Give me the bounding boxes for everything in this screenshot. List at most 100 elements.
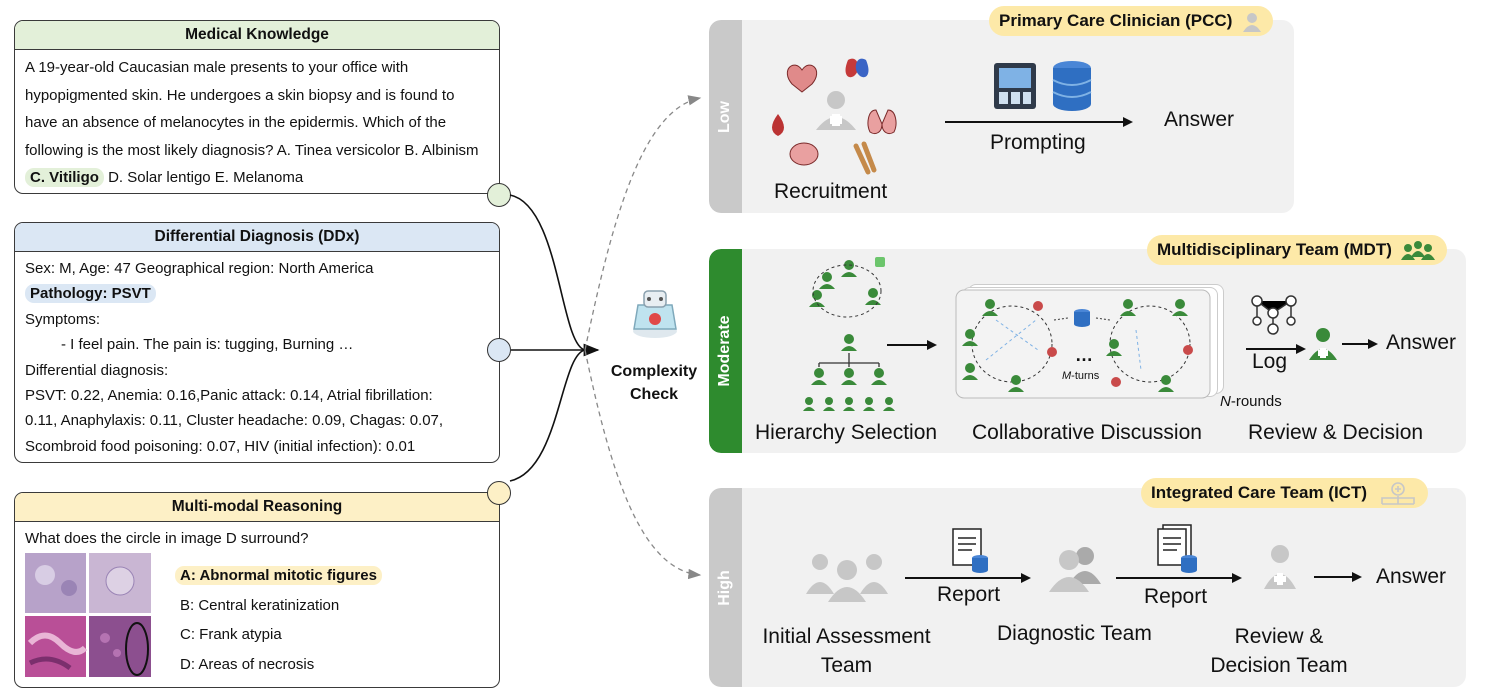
doctor-icon [1309, 328, 1337, 360]
ddx-dd-line: 0.11, Anaphylaxis: 0.11, Cluster headach… [25, 412, 444, 430]
ddx-body: Sex: M, Age: 47 Geographical region: Nor… [15, 252, 499, 459]
initial-line1: Initial Assessment [762, 625, 931, 648]
moderate-answer-label: Answer [1386, 331, 1457, 354]
report-label-2: Report [1144, 585, 1208, 608]
low-panel: Low Recruitment Prompting Answer [709, 20, 1294, 213]
low-tab-label: Low [716, 100, 733, 133]
ddx-dd-label: Differential diagnosis: [25, 361, 169, 379]
database-icon [1074, 309, 1090, 327]
option: C: Frank atypia [180, 626, 282, 643]
high-tab: High [709, 488, 742, 687]
report-arrow-2 [1116, 573, 1242, 583]
ddx-title: Differential Diagnosis (DDx) [15, 223, 499, 252]
person-icon [1243, 12, 1262, 32]
option-correct: A: Abnormal mitotic figures [175, 561, 382, 591]
connector-ddx [487, 338, 511, 362]
option: B: Central keratinization [180, 596, 340, 614]
review-decision-label: Review & Decision [1248, 421, 1424, 444]
complexity-line1: Complexity [610, 363, 698, 380]
initial-assessment-team-icon [806, 554, 888, 602]
prompting-arrow [945, 117, 1133, 127]
review-line2: Decision Team [1210, 654, 1348, 677]
option-a-highlight: A: Abnormal mitotic figures [175, 566, 382, 585]
ddx-pathology-line: Pathology: PSVT [25, 281, 489, 306]
mdt-badge-label: Multidisciplinary Team (MDT) [1157, 240, 1392, 259]
recruitment-icon-cluster [772, 58, 897, 175]
hierarchy-arrow [887, 340, 937, 350]
medical-knowledge-title: Medical Knowledge [15, 21, 499, 50]
nrounds-n: N [1220, 393, 1231, 410]
prompting-label: Prompting [990, 131, 1086, 154]
mturns-rest: -turns [1071, 370, 1100, 382]
moderate-tab-label: Moderate [716, 315, 733, 387]
answer-arrow-mdt [1342, 339, 1378, 349]
high-tab-label: High [716, 569, 733, 606]
complexity-check-label: Complexity Check [600, 360, 708, 406]
bone-icon [853, 141, 877, 175]
ict-badge: Integrated Care Team (ICT) [1141, 478, 1428, 508]
multimodal-options: A: Abnormal mitotic figures B: Central k… [175, 561, 382, 679]
moderate-tab: Moderate [709, 249, 742, 453]
multimodal-card: Multi-modal Reasoning What does the circ… [14, 492, 500, 688]
recruitment-label: Recruitment [774, 180, 888, 203]
question-line: following is the most likely diagnosis? … [25, 141, 479, 159]
report-icon [1157, 524, 1197, 573]
discussion-dots: … [1075, 345, 1093, 365]
question-line-answer: C. Vitiligo D. Solar lentigo E. Melanoma [25, 164, 489, 192]
question-line: A 19-year-old Caucasian male presents to… [25, 59, 409, 76]
group-icon [1400, 240, 1435, 260]
option: D: Areas of necrosis [180, 655, 315, 673]
ddx-demographics: Sex: M, Age: 47 Geographical region: Nor… [25, 260, 374, 277]
diagnostic-team-icon [1049, 547, 1101, 592]
brain-icon [789, 142, 819, 166]
low-tab: Low [709, 20, 742, 213]
review-line1: Review & [1234, 625, 1324, 648]
complexity-line2: Check [629, 386, 679, 403]
lungs-icon [867, 109, 897, 135]
initial-line2: Team [820, 654, 873, 677]
nrounds-label: N-rounds [1220, 393, 1282, 410]
answer-highlight: C. Vitiligo [25, 168, 104, 187]
answer-rest: D. Solar lentigo E. Melanoma [103, 169, 304, 186]
nrounds-rest: -rounds [1230, 393, 1282, 410]
initial-assessment-label: Initial Assessment Team [749, 622, 944, 680]
diagnostic-team-label: Diagnostic Team [997, 622, 1152, 645]
connector-medical [487, 183, 511, 207]
dashboard-icon [994, 63, 1036, 109]
connector-multimodal [487, 481, 511, 505]
discussion-card [955, 289, 1211, 399]
log-label: Log [1252, 350, 1288, 373]
high-answer-label: Answer [1376, 565, 1447, 588]
multimodal-question: What does the circle in image D surround… [25, 530, 309, 547]
ict-badge-label: Integrated Care Team (ICT) [1151, 483, 1368, 502]
medical-knowledge-body: A 19-year-old Caucasian male presents to… [15, 50, 499, 192]
question-line: have an absence of melanocytes in the ep… [25, 114, 447, 131]
ddx-symptom: - I feel pain. The pain is: tugging, Bur… [61, 336, 354, 354]
graph-icon [1251, 295, 1297, 335]
moderate-panel: Moderate Hierarchy Selection [709, 249, 1466, 453]
multimodal-body: What does the circle in image D surround… [15, 522, 499, 552]
mturns-m: M [1062, 370, 1072, 382]
heart-icon [786, 64, 818, 93]
question-line: hypopigmented skin. He undergoes a skin … [25, 86, 455, 104]
mdt-badge: Multidisciplinary Team (MDT) [1147, 235, 1447, 265]
collab-label: Collaborative Discussion [972, 421, 1202, 444]
medical-knowledge-card: Medical Knowledge A 19-year-old Caucasia… [14, 20, 500, 194]
blood-drop-icon [772, 114, 784, 136]
multimodal-title: Multi-modal Reasoning [15, 493, 499, 522]
database-icon [1052, 61, 1092, 111]
low-answer-label: Answer [1164, 108, 1235, 131]
flask-robot-icon [633, 290, 677, 338]
ddx-dd-line: PSVT: 0.22, Anemia: 0.16,Panic attack: 0… [25, 387, 433, 405]
report-icon [952, 528, 988, 573]
hierarchy-icon [803, 257, 895, 411]
review-decision-team-label: Review & Decision Team [1189, 622, 1369, 680]
answer-arrow-ict [1314, 572, 1362, 582]
pcc-badge-label: Primary Care Clinician (PCC) [999, 11, 1233, 30]
high-panel: High Report Report Answer Initial Assess… [709, 488, 1466, 687]
doctor-icon [1264, 545, 1296, 589]
hierarchy-label: Hierarchy Selection [755, 421, 938, 444]
pcc-badge: Primary Care Clinician (PCC) [989, 6, 1274, 36]
ddx-symptoms-label: Symptoms: [25, 310, 101, 328]
